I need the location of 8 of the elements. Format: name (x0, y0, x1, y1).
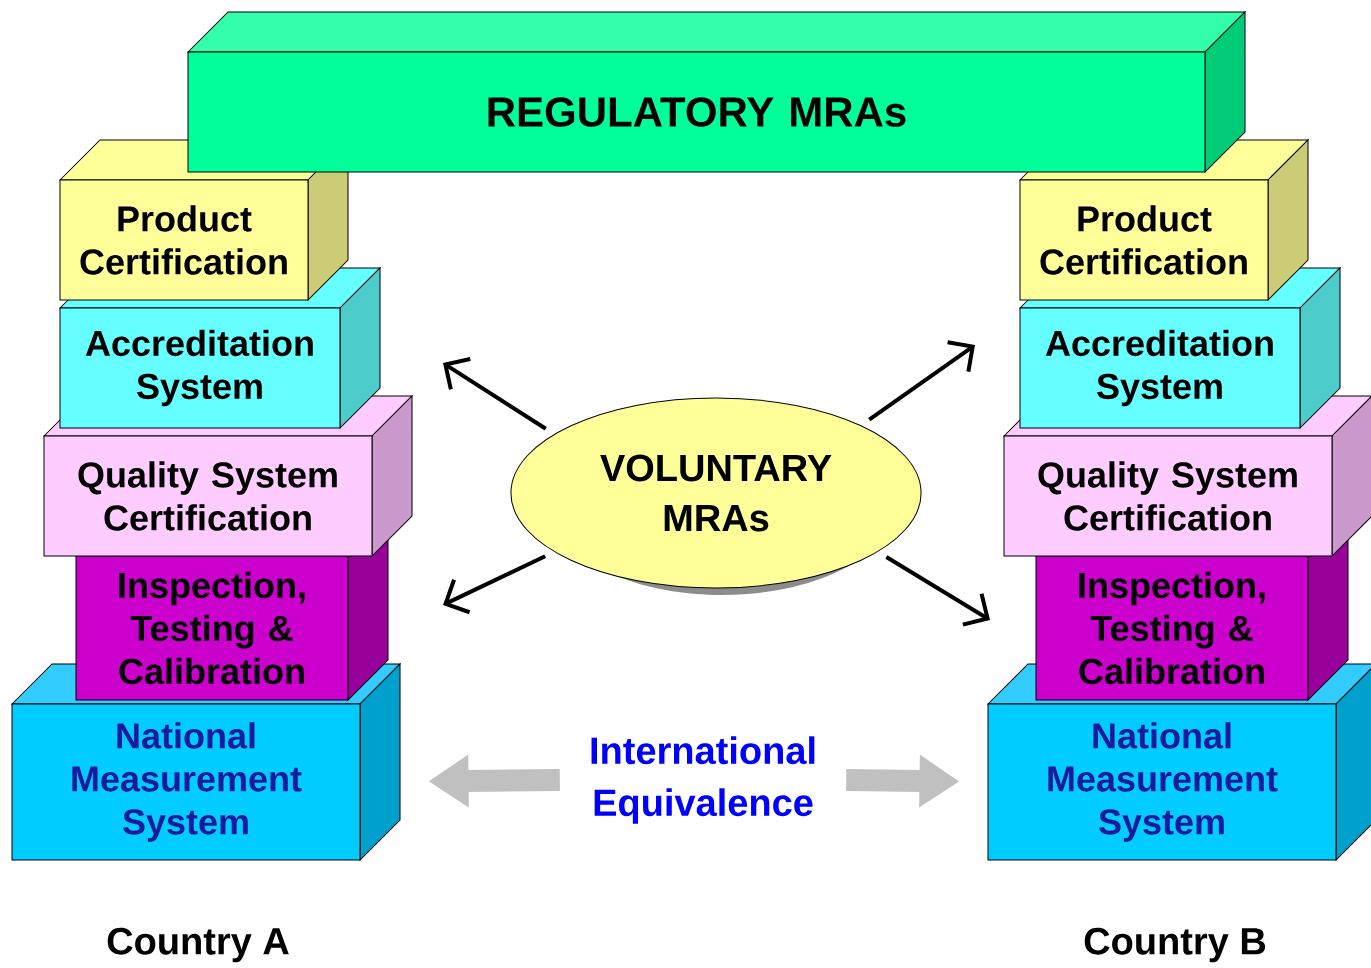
arrow (443, 554, 547, 615)
arrow (885, 555, 990, 627)
arrow (443, 357, 547, 431)
country-label: Country A (107, 927, 289, 963)
heading-text: International Equivalence (591, 736, 815, 824)
regulatory-block: REGULATORY MRAs (187, 11, 1246, 173)
arrow (868, 340, 975, 422)
country-label: Country B (1084, 927, 1266, 963)
